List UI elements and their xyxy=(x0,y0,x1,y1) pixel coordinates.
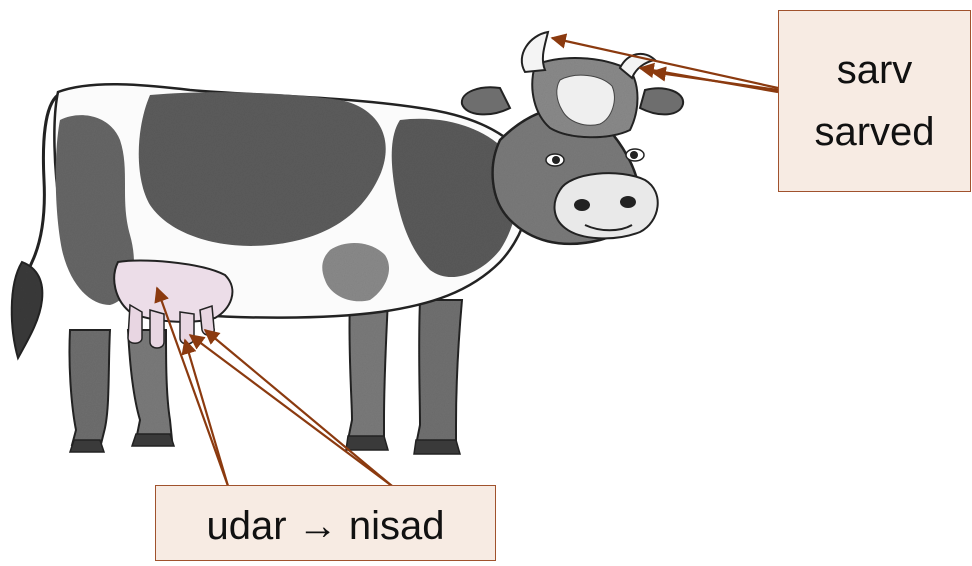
cow-tail xyxy=(12,95,58,358)
udder-label-box: udar → nisad xyxy=(155,485,496,561)
horn-singular-label: sarv xyxy=(837,39,913,101)
horn-label-box: sarv sarved xyxy=(778,10,971,192)
horn-plural-label: sarved xyxy=(814,101,934,163)
udder-label: udar → nisad xyxy=(207,504,445,548)
cow-front-legs xyxy=(346,300,462,454)
